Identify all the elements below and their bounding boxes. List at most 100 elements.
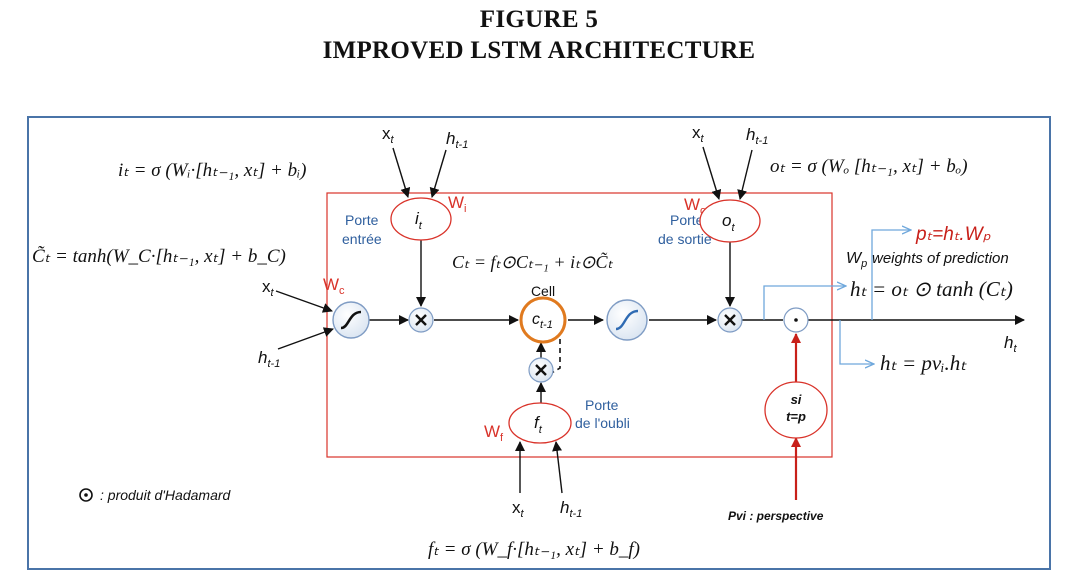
label-porte-entree-2: entrée (342, 231, 382, 247)
weight-wf: Wf (484, 422, 504, 444)
input-gate-x-letter: x (382, 124, 391, 143)
output-h: ht (1004, 333, 1017, 355)
weights-prediction-label: weights of prediction (872, 250, 1009, 267)
equation-input-gate: iₜ = σ (Wᵢ·[hₜ₋₁, xₜ] + bᵢ) (118, 160, 306, 181)
equation-forget-gate: fₜ = σ (W_f·[hₜ₋₁, xₜ] + b_f) (428, 539, 640, 560)
weight-wc-sub: c (339, 285, 345, 297)
candidate-h: ht-1 (258, 348, 280, 370)
outer-frame (27, 116, 1051, 570)
forget-gate-h-letter: h (560, 498, 569, 517)
forget-gate-x-sub: t (521, 508, 525, 520)
weight-wi-letter: W (448, 193, 464, 212)
weight-wf-letter: W (484, 422, 500, 441)
label-porte-entree-1: Porte (345, 212, 379, 228)
weight-wo-letter: W (684, 195, 700, 214)
hadamard-dot-icon (794, 318, 798, 322)
candidate-x-letter: x (262, 277, 271, 296)
arrow-candidate-x (275, 290, 333, 313)
equation-perspective-hidden: hₜ = pvᵢ.hₜ (880, 351, 967, 375)
weight-wi-sub: i (464, 203, 466, 215)
condition-node (764, 381, 828, 439)
hadamard-legend-dot (84, 493, 88, 497)
equation-output-gate: oₜ = σ (Wₒ [hₜ₋₁, xₜ] + bₒ) (770, 156, 968, 177)
hadamard-legend-text: : produit d'Hadamard (100, 487, 232, 503)
output-gate-x: xt (692, 123, 705, 145)
multiply-icon (724, 314, 736, 326)
perspective-label: Pvi : perspective (728, 509, 824, 523)
cell-state-node (519, 296, 567, 344)
forget-gate-node (508, 402, 572, 444)
cell-state-letter: c (532, 311, 540, 328)
output-gate-sub: t (731, 222, 735, 234)
tanh-icon (615, 309, 639, 331)
forget-gate-letter: f (534, 413, 541, 432)
candidate-h-sub: t-1 (267, 358, 280, 370)
label-porte-oubli-1: Porte (585, 397, 619, 413)
prediction-weight-symbol: Wp (846, 250, 867, 270)
output-gate-h: ht-1 (746, 125, 768, 147)
output-gate-node (699, 199, 761, 243)
arrow-output-gate-x (702, 146, 722, 200)
label-porte-oubli-2: de l'oubli (575, 415, 630, 431)
arrow-to-perspective-hidden (839, 320, 874, 364)
condition-label-2: t=p (786, 409, 806, 424)
candidate-x: xt (262, 277, 275, 299)
arrow-input-gate-h (429, 149, 447, 198)
figure-title: IMPROVED LSTM ARCHITECTURE (322, 37, 756, 64)
forget-gate-x: xt (512, 498, 525, 520)
arrow-input-gate-x (392, 147, 411, 198)
output-h-sub: t (1013, 343, 1017, 355)
output-h-letter: h (1004, 333, 1013, 352)
output-gate-x-letter: x (692, 123, 701, 142)
output-tanh-node (606, 299, 648, 341)
output-gate-h-sub: t-1 (755, 135, 768, 147)
cell-label: Cell (531, 283, 555, 299)
output-gate-x-sub: t (701, 133, 705, 145)
output-gate-label: ot (722, 211, 735, 234)
arrow-to-hidden-eq (763, 286, 846, 320)
equation-hidden: hₜ = oₜ ⊙ tanh (Cₜ) (850, 277, 1013, 301)
input-gate-label: it (415, 209, 423, 232)
weight-wi: Wi (448, 193, 467, 215)
figure-number: FIGURE 5 (479, 6, 599, 33)
arrow-forget-gate-h (552, 441, 563, 494)
label-porte-sortie-2: de sortie (658, 231, 712, 247)
arrow-to-prediction (871, 230, 911, 320)
arrow-candidate-h (277, 327, 334, 350)
input-gate-h-sub: t-1 (455, 139, 468, 151)
cell-state-label: ct-1 (532, 311, 553, 331)
input-gate-h-letter: h (446, 129, 455, 148)
label-porte-sortie-1: Porte (670, 212, 704, 228)
mult-node-output (717, 307, 743, 333)
prediction-weight-sub: p (860, 258, 867, 270)
weight-wf-sub: f (500, 432, 504, 444)
lstm-cell-box (326, 192, 833, 458)
input-gate-letter: i (415, 209, 420, 228)
condition-label-1: si (791, 392, 802, 407)
forget-gate-label: ft (534, 413, 543, 436)
output-gate-h-letter: h (746, 125, 755, 144)
hadamard-legend-icon (79, 488, 93, 502)
cell-state-sub: t-1 (540, 319, 553, 331)
multiply-icon (415, 314, 427, 326)
weight-wc: Wc (323, 275, 345, 297)
forget-gate-sub: t (539, 424, 543, 436)
equation-cell-update: Cₜ = fₜ⊙Cₜ₋₁ + iₜ⊙C̃ₜ (452, 252, 613, 272)
input-gate-h: ht-1 (446, 129, 468, 151)
multiply-icon (535, 364, 547, 376)
input-gate-sub: t (419, 220, 423, 232)
input-gate-x-sub: t (391, 134, 395, 146)
mult-node-input (408, 307, 434, 333)
candidate-x-sub: t (271, 287, 275, 299)
forget-gate-x-letter: x (512, 498, 521, 517)
sigmoid-icon (340, 310, 362, 330)
input-gate-x: xt (382, 124, 395, 146)
equation-prediction: pₜ=hₜ.Wₚ (915, 224, 992, 245)
forget-gate-h: ht-1 (560, 498, 582, 520)
equation-candidate: C̃ₜ = tanh(W_C·[hₜ₋₁, xₜ] + b_C) (32, 246, 286, 267)
forget-gate-h-sub: t-1 (569, 508, 582, 520)
mult-node-forget (528, 357, 554, 383)
output-gate-letter: o (722, 211, 731, 230)
input-gate-node (390, 197, 452, 241)
